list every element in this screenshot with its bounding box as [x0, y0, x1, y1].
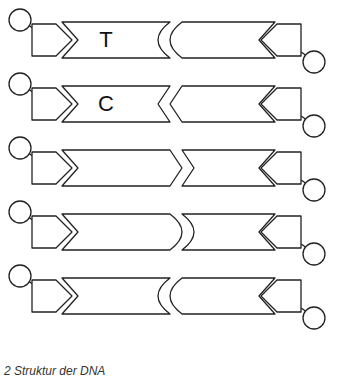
sugar-pentagon [261, 216, 301, 248]
phosphate-circle [9, 9, 31, 31]
figure-caption: 2 Struktur der DNA [4, 364, 105, 378]
sugar-pentagon [32, 280, 72, 312]
phosphate-circle [303, 179, 325, 201]
base-piece [62, 278, 170, 314]
base-piece: T [58, 20, 188, 60]
phosphate-circle [9, 265, 31, 287]
sugar-pentagon [32, 88, 72, 120]
base-outline [58, 20, 188, 60]
sugar-pentagon [32, 152, 72, 184]
sugar-pentagon [261, 88, 301, 120]
phosphate-circle [303, 307, 325, 329]
phosphate-circle [303, 115, 325, 137]
base-piece [170, 22, 275, 58]
sugar-pentagon [261, 152, 301, 184]
sugar-pentagon [261, 280, 301, 312]
phosphate-circle [9, 73, 31, 95]
base-piece [170, 86, 275, 122]
base-outline [58, 84, 188, 124]
sugar-pentagon [32, 24, 72, 56]
sugar-pentagon [261, 24, 301, 56]
base-piece: C [58, 84, 188, 124]
phosphate-circle [9, 137, 31, 159]
base-piece [170, 278, 275, 314]
base-letter: C [98, 93, 114, 115]
phosphate-circle [9, 201, 31, 223]
base-letter: T [99, 29, 112, 51]
base-piece [62, 150, 182, 186]
base-shape [62, 86, 170, 122]
sugar-pentagon [32, 216, 72, 248]
phosphate-circle [303, 243, 325, 265]
base-shape [62, 22, 170, 58]
base-piece [62, 214, 182, 250]
phosphate-circle [303, 51, 325, 73]
